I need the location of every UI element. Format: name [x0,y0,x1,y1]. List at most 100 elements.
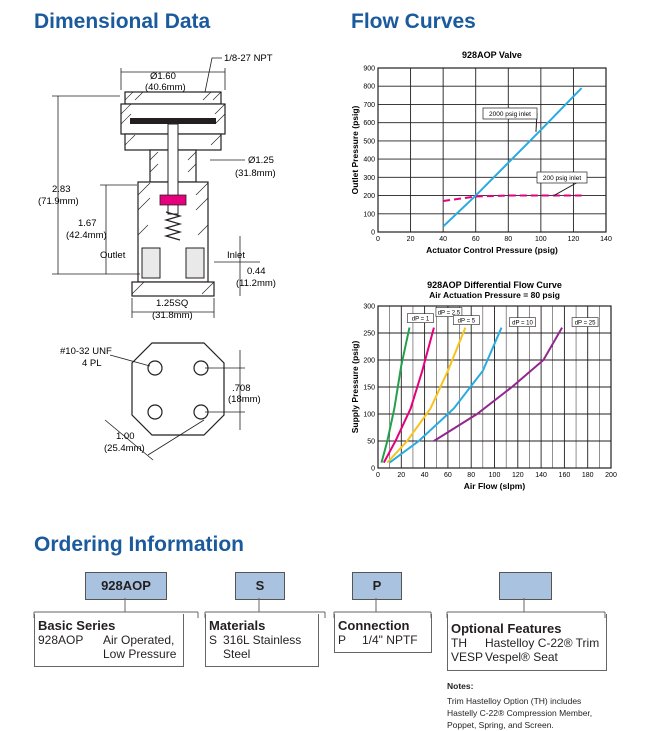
connection-code: P [338,633,347,647]
x-tick-label: 60 [444,472,452,479]
y-tick-label: 900 [363,66,375,73]
dim-283mm-label: (71.9mm) [38,196,79,207]
series-line [442,87,583,228]
y-tick-label: 400 [363,157,375,164]
series-line [386,327,467,464]
bottom-view [131,342,225,436]
npt-label: 1/8-27 NPT [224,53,273,64]
chart-title: 928AOP Valve [462,50,522,60]
series-line [382,327,435,464]
notes-block: Notes: Trim Hastelloy Option (TH) includ… [447,680,592,731]
y-tick-label: 150 [363,385,375,392]
x-tick-label: 100 [535,236,547,243]
optional-desc-th: Hastelloy C-22® Trim [485,636,600,650]
x-tick-label: 60 [472,236,480,243]
materials-code: S [209,633,218,647]
series-label-box [509,317,536,327]
code-box-connection: P [352,572,402,600]
x-tick-label: 160 [559,472,571,479]
y-tick-label: 0 [371,230,375,237]
series-label-box [407,313,434,323]
optional-desc-vesp: Vespel® Seat [485,650,558,664]
x-tick-label: 120 [512,472,524,479]
code-connectors [33,598,606,618]
y-tick-label: 100 [363,211,375,218]
dim-125mm-label: (31.8mm) [235,168,276,179]
dim-125sqmm-label: (31.8mm) [152,310,193,321]
y-tick-label: 250 [363,331,375,338]
dim-100mm-label: (25.4mm) [104,443,145,454]
valve-drawing: Ø1.60 (40.6mm) 1/8-27 NPT Ø1.25 (31.8mm)… [38,53,276,461]
plot-frame [377,67,607,233]
x-tick-label: 20 [407,236,415,243]
materials-desc-1: 316L Stainless [223,633,302,647]
x-axis-label: Actuator Control Pressure (psig) [426,245,558,255]
materials-heading: Materials [209,618,266,633]
x-tick-label: 80 [504,236,512,243]
notes-heading: Notes: [447,681,474,691]
series-label-box [482,107,538,120]
basic-series-desc-1: Air Operated, [103,633,175,647]
series-label: dP = 25 [575,321,596,327]
x-tick-label: 80 [467,472,475,479]
x-tick-label: 120 [568,236,580,243]
series-label-box [571,317,599,327]
flow-curves-title: Flow Curves [351,10,476,33]
y-axis-label: Outlet Pressure (psig) [350,105,360,194]
y-tick-label: 500 [363,138,375,145]
y-tick-label: 100 [363,412,375,419]
x-tick-label: 100 [489,472,501,479]
dim-125sq-label: 1.25SQ [156,298,188,309]
y-tick-label: 0 [371,466,375,473]
notes-line-3: Poppet, Spring, and Screen. [447,720,554,730]
materials-desc-2: Steel [223,647,251,661]
inlet-label: Inlet [227,250,245,261]
series-label: 200 psig inlet [543,175,581,182]
x-tick-label: 0 [376,236,380,243]
x-tick-label: 200 [605,472,617,479]
series-label: 2000 psig inlet [489,111,531,118]
connection-desc: 1/4" NPTF [362,633,418,647]
series-label-box [453,315,480,325]
optional-code-vesp: VESP [451,650,484,664]
y-tick-label: 300 [363,175,375,182]
ordering-info-title: Ordering Information [34,533,244,556]
optional-code-th: TH [451,636,467,650]
y-tick-label: 50 [367,439,375,446]
notes-line-1: Trim Hastelloy Option (TH) includes [447,696,582,706]
y-tick-label: 700 [363,102,375,109]
series-label: dP = 1 [412,317,430,323]
dimensional-data-title: Dimensional Data [34,10,211,33]
dim-044mm-label: (11.2mm) [236,278,276,289]
code-box-optional [499,572,552,600]
pl-label: 4 PL [82,358,102,369]
basic-series-code: 928AOP [38,633,84,647]
basic-series-desc-2: Low Pressure [103,647,177,661]
dim-708-label: .708 [232,383,251,394]
dim-167-label: 1.67 [78,218,97,229]
materials-group: Materials S 316L Stainless Steel [205,614,319,667]
unf-label: #10-32 UNF [60,346,112,357]
series-line [433,327,563,442]
series-line [389,327,503,464]
x-tick-label: 140 [600,236,612,243]
series-line [443,194,582,203]
dim-100-label: 1.00 [116,431,135,442]
optional-features-group: Optional Features TH Hastelloy C-22® Trim… [447,614,607,671]
x-tick-label: 40 [421,472,429,479]
chart-title: 928AOP Differential Flow Curve [427,280,562,290]
y-tick-label: 800 [363,84,375,91]
y-tick-label: 600 [363,120,375,127]
series-label: dP = 2.5 [438,311,461,317]
chart-subtitle: Air Actuation Pressure = 80 psig [429,290,560,300]
x-tick-label: 20 [397,472,405,479]
dim-044-label: 0.44 [247,266,266,277]
dim-708mm-label: (18mm) [228,394,261,405]
dim-160mm-label: (40.6mm) [145,82,186,93]
x-axis-label: Air Flow (slpm) [464,481,526,491]
optional-features-heading: Optional Features [451,621,562,636]
outlet-label: Outlet [100,250,126,261]
y-tick-label: 200 [363,358,375,365]
